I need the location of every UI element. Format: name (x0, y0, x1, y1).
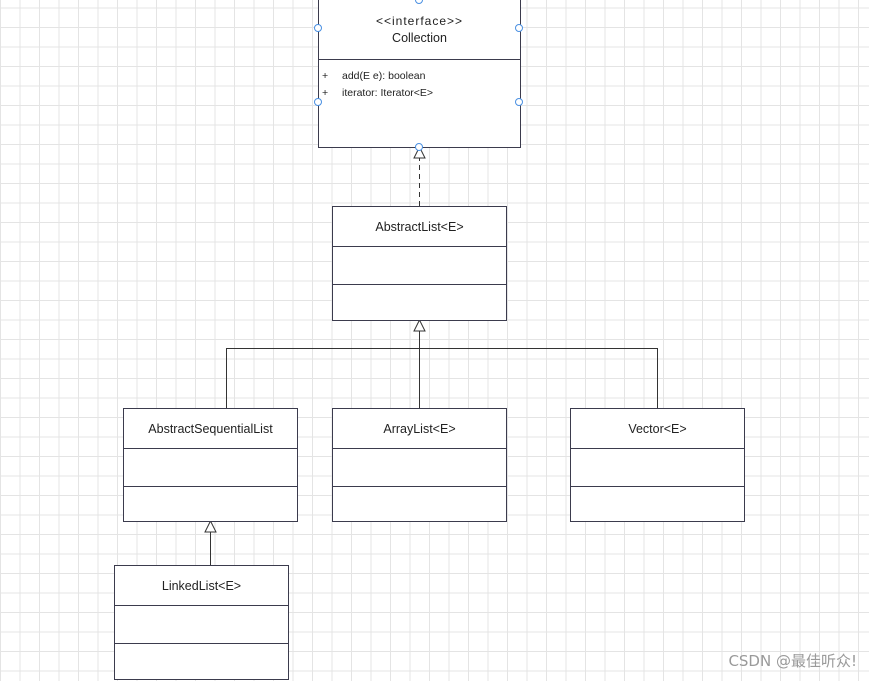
class-abstract-sequential-list[interactable]: AbstractSequentialList (123, 408, 298, 522)
stereotype-label: <<interface>> (375, 14, 464, 28)
resize-handle-top-right[interactable] (515, 24, 523, 32)
resize-handle-bottom-left[interactable] (314, 98, 322, 106)
class-abstract-list[interactable]: AbstractList<E> (332, 206, 507, 321)
class-name: AbstractList<E> (375, 219, 464, 234)
class-attributes (333, 246, 506, 284)
class-operations (124, 486, 297, 523)
class-linked-list[interactable]: LinkedList<E> (114, 565, 289, 680)
visibility-marker: + (322, 70, 329, 82)
class-operations (333, 284, 506, 322)
class-name: Collection (392, 31, 447, 45)
class-header: ArrayList<E> (333, 409, 506, 448)
class-header: AbstractList<E> (333, 207, 506, 246)
generalization-arrowhead-abstractlist (413, 318, 426, 332)
class-name: LinkedList<E> (161, 578, 242, 593)
generalization-arrowhead-abstractsequentiallist (204, 519, 217, 533)
member-signature: iterator: Iterator<E> (342, 87, 434, 99)
class-operations (333, 486, 506, 523)
visibility-marker: + (322, 87, 329, 99)
class-header: LinkedList<E> (115, 566, 288, 605)
class-name: AbstractSequentialList (148, 421, 273, 436)
generalization-branch-line[interactable] (226, 348, 658, 409)
member-add[interactable]: + add(E e): boolean (322, 70, 425, 82)
resize-handle-bottom-right[interactable] (515, 98, 523, 106)
class-operations (571, 486, 744, 523)
realization-arrowhead (413, 145, 426, 159)
class-members: + add(E e): boolean + iterator: Iterator<E… (319, 59, 520, 148)
class-header: <<interface>> Collection (319, 0, 520, 59)
class-attributes (115, 605, 288, 643)
class-attributes (333, 448, 506, 486)
class-array-list[interactable]: ArrayList<E> (332, 408, 507, 522)
class-header: AbstractSequentialList (124, 409, 297, 448)
class-operations (115, 643, 288, 681)
member-signature: add(E e): boolean (342, 70, 426, 82)
resize-handle-bottom[interactable] (415, 143, 423, 151)
class-name: Vector<E> (628, 421, 687, 436)
class-header: Vector<E> (571, 409, 744, 448)
watermark: CSDN @最佳听众! (728, 652, 857, 670)
class-collection[interactable]: <<interface>> Collection + add(E e): bool… (318, 0, 521, 148)
resize-handle-top-left[interactable] (314, 24, 322, 32)
class-attributes (124, 448, 297, 486)
class-attributes (571, 448, 744, 486)
class-name: ArrayList<E> (383, 421, 456, 436)
member-iterator[interactable]: + iterator: Iterator<E> (322, 87, 433, 99)
class-vector[interactable]: Vector<E> (570, 408, 745, 522)
